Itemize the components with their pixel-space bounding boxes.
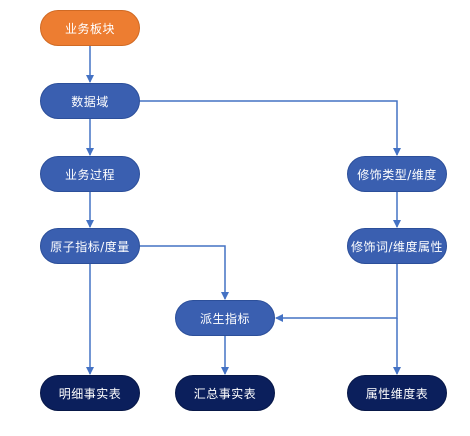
edge-atomic-to-derived [140, 245, 229, 300]
edge-modifier-word-to-derived [275, 264, 398, 322]
node-detail-fact-table: 明细事实表 [40, 375, 140, 411]
node-data-domain: 数据域 [40, 83, 140, 119]
node-modifier-type: 修饰类型/维度 [347, 156, 447, 192]
node-summary-fact-table: 汇总事实表 [175, 375, 275, 411]
node-modifier-word: 修饰词/维度属性 [347, 228, 447, 264]
node-business-block: 业务板块 [40, 10, 140, 46]
node-atomic-metric: 原子指标/度量 [40, 228, 140, 264]
edge-domain-to-modifier-type [140, 100, 401, 156]
node-business-process: 业务过程 [40, 156, 140, 192]
node-derived-metric: 派生指标 [175, 300, 275, 336]
node-attribute-dimension-table: 属性维度表 [347, 375, 447, 411]
